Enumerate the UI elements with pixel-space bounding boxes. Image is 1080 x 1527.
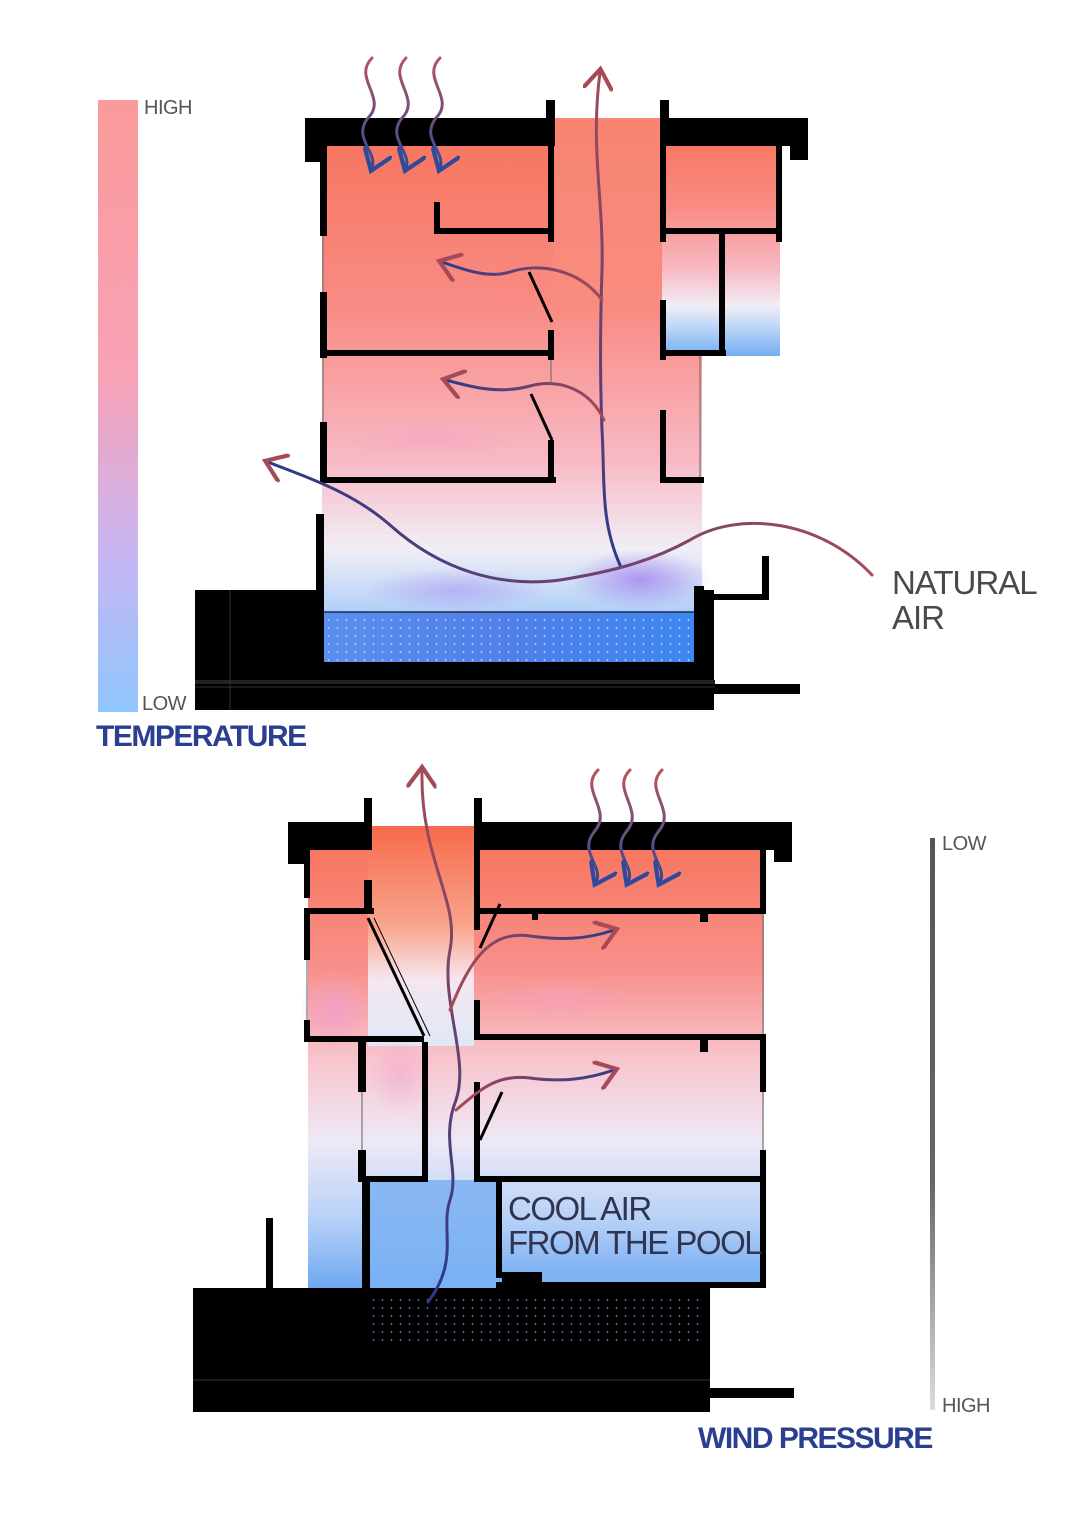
temperature-scale-high-label: HIGH: [144, 97, 193, 119]
bottom-pink-swirl-3: [480, 980, 640, 1020]
bottom-cool-air-flow: [422, 770, 614, 1304]
top-natural-air-flow: [268, 72, 874, 584]
top-building-section: [195, 56, 874, 710]
temperature-scale-bar: [98, 100, 138, 712]
wind-scale-low-label: LOW: [942, 833, 987, 855]
temperature-title: TEMPERATURE: [96, 720, 307, 753]
wind-pressure-title: WIND PRESSURE: [698, 1422, 933, 1455]
bottom-roof-right: [474, 822, 792, 850]
top-roof-right: [660, 118, 808, 146]
top-basement-mass: [195, 590, 323, 710]
bottom-pink-swirl: [300, 970, 370, 1050]
wind-pressure-scale-bar: [930, 838, 935, 1410]
cool-air-callout: COOL AIR FROM THE POOL: [508, 1190, 763, 1261]
bottom-cool-zone: [368, 1180, 498, 1288]
natural-air-callout-line2: AIR: [892, 598, 945, 636]
cool-air-callout-line1: COOL AIR: [508, 1190, 652, 1227]
top-solar-heat-arrows: [361, 56, 443, 168]
top-pool-ripples: [322, 612, 694, 662]
bottom-pink-swirl-2: [370, 1035, 430, 1115]
natural-air-callout: NATURAL AIR: [892, 564, 1038, 636]
top-violet-glow: [570, 550, 710, 610]
temperature-scale-low-label: LOW: [142, 693, 187, 715]
wind-scale-high-label: HIGH: [942, 1395, 991, 1417]
top-shaft-hot: [553, 118, 661, 318]
bottom-shaft-hot: [368, 826, 474, 1046]
bottom-basement-mass: [193, 1288, 368, 1412]
top-pink-swirl: [340, 422, 520, 458]
bottom-building-section: [193, 770, 794, 1412]
bottom-pool-ripples: [364, 1298, 710, 1342]
cool-air-callout-line2: FROM THE POOL: [508, 1223, 763, 1261]
natural-air-callout-line1: NATURAL: [892, 564, 1038, 601]
bottom-solar-heat-arrows: [587, 768, 665, 882]
top-violet-glow-2: [365, 568, 545, 612]
